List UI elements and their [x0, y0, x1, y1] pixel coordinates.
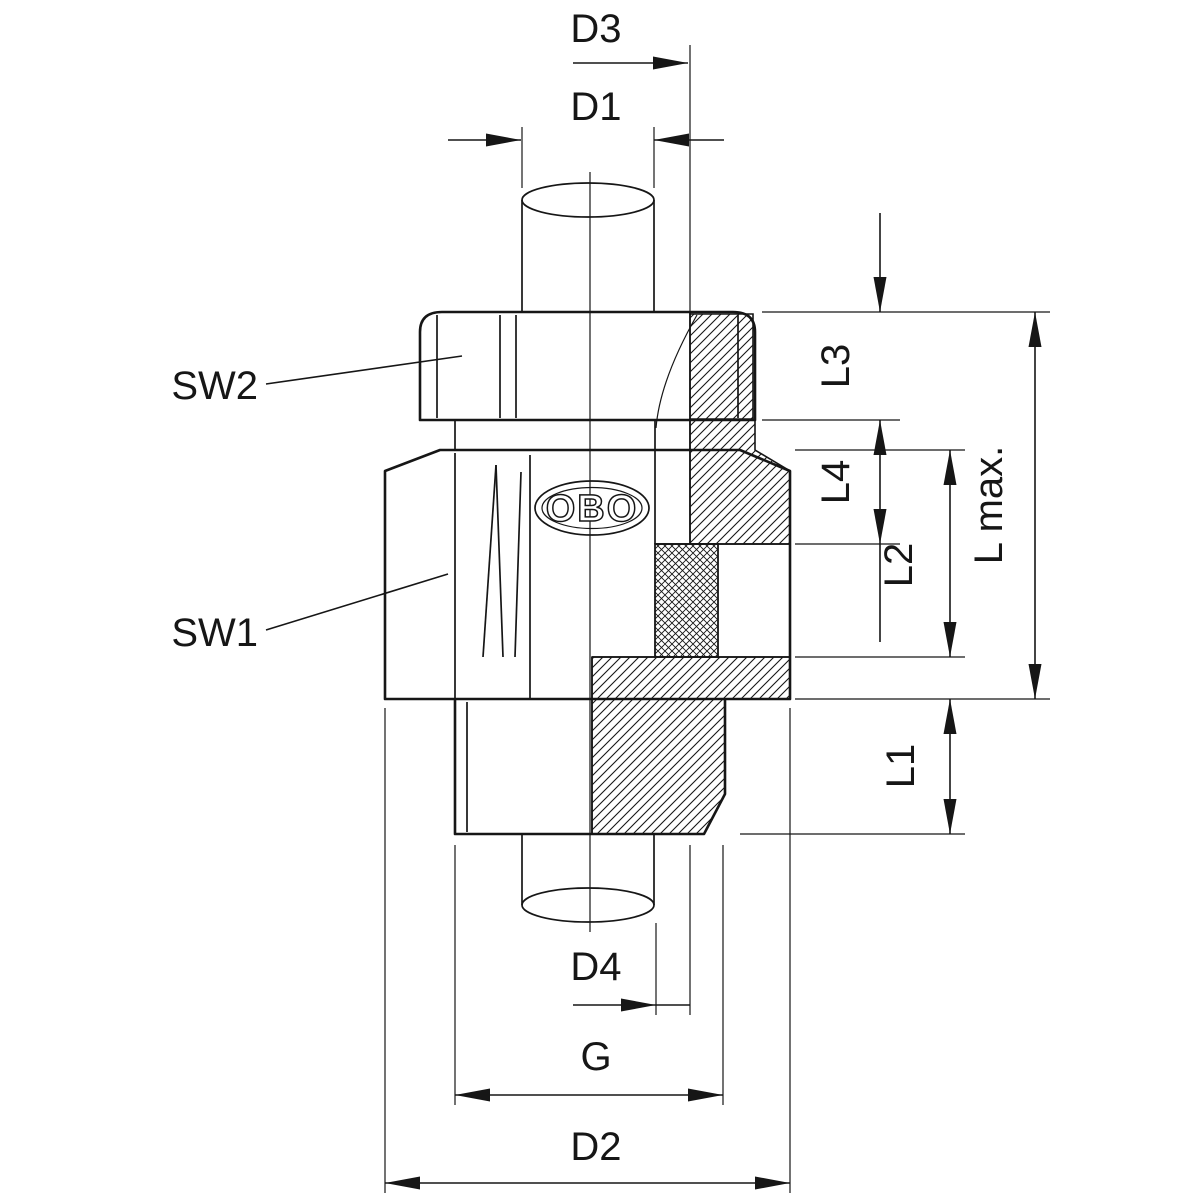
extension-lines-right: [740, 311, 1050, 835]
dimension-d3: D3: [570, 7, 691, 315]
dim-label-d4: D4: [570, 945, 621, 989]
dim-label-l2: L2: [877, 543, 921, 588]
dimension-l3-l4: L3 L4: [814, 213, 887, 642]
dim-label-l3: L3: [814, 344, 858, 389]
dim-label-l4: L4: [814, 460, 858, 505]
obo-logo: OBO: [534, 480, 650, 536]
obo-logo-text: OBO: [546, 488, 639, 530]
dimension-l-max: L max.: [967, 312, 1042, 699]
dim-label-d3: D3: [570, 7, 621, 51]
dim-label-d1: D1: [570, 85, 621, 129]
label-sw2: SW2: [171, 364, 258, 408]
leader-line-sw1: [265, 573, 449, 631]
dimension-d4: D4: [570, 845, 691, 1015]
cap-nut-section-hatch: [689, 313, 754, 420]
dimension-d1: D1: [448, 85, 724, 188]
threaded-spigot: [453, 699, 727, 836]
label-sw1: SW1: [171, 611, 258, 655]
anti-twist-fins: [482, 464, 522, 658]
dimension-g: G: [454, 845, 724, 1105]
dim-label-d2: D2: [570, 1125, 621, 1169]
cap-nut-sw2: [418, 310, 757, 429]
leader-line-sw2: [265, 355, 463, 385]
dimension-l1: L1: [879, 699, 957, 834]
dimension-l2: L2: [877, 450, 957, 657]
seal-insert: [654, 543, 719, 658]
callout-sw1: SW1: [171, 573, 449, 655]
cable-top: [521, 182, 655, 312]
dim-label-l-max: L max.: [967, 446, 1011, 565]
lower-body-section: [591, 656, 791, 835]
dimension-d2: D2: [384, 708, 791, 1193]
dim-label-g: G: [580, 1035, 611, 1079]
dim-label-l1: L1: [879, 744, 923, 789]
callout-sw2: SW2: [171, 355, 463, 408]
cable-bottom: [521, 835, 655, 923]
